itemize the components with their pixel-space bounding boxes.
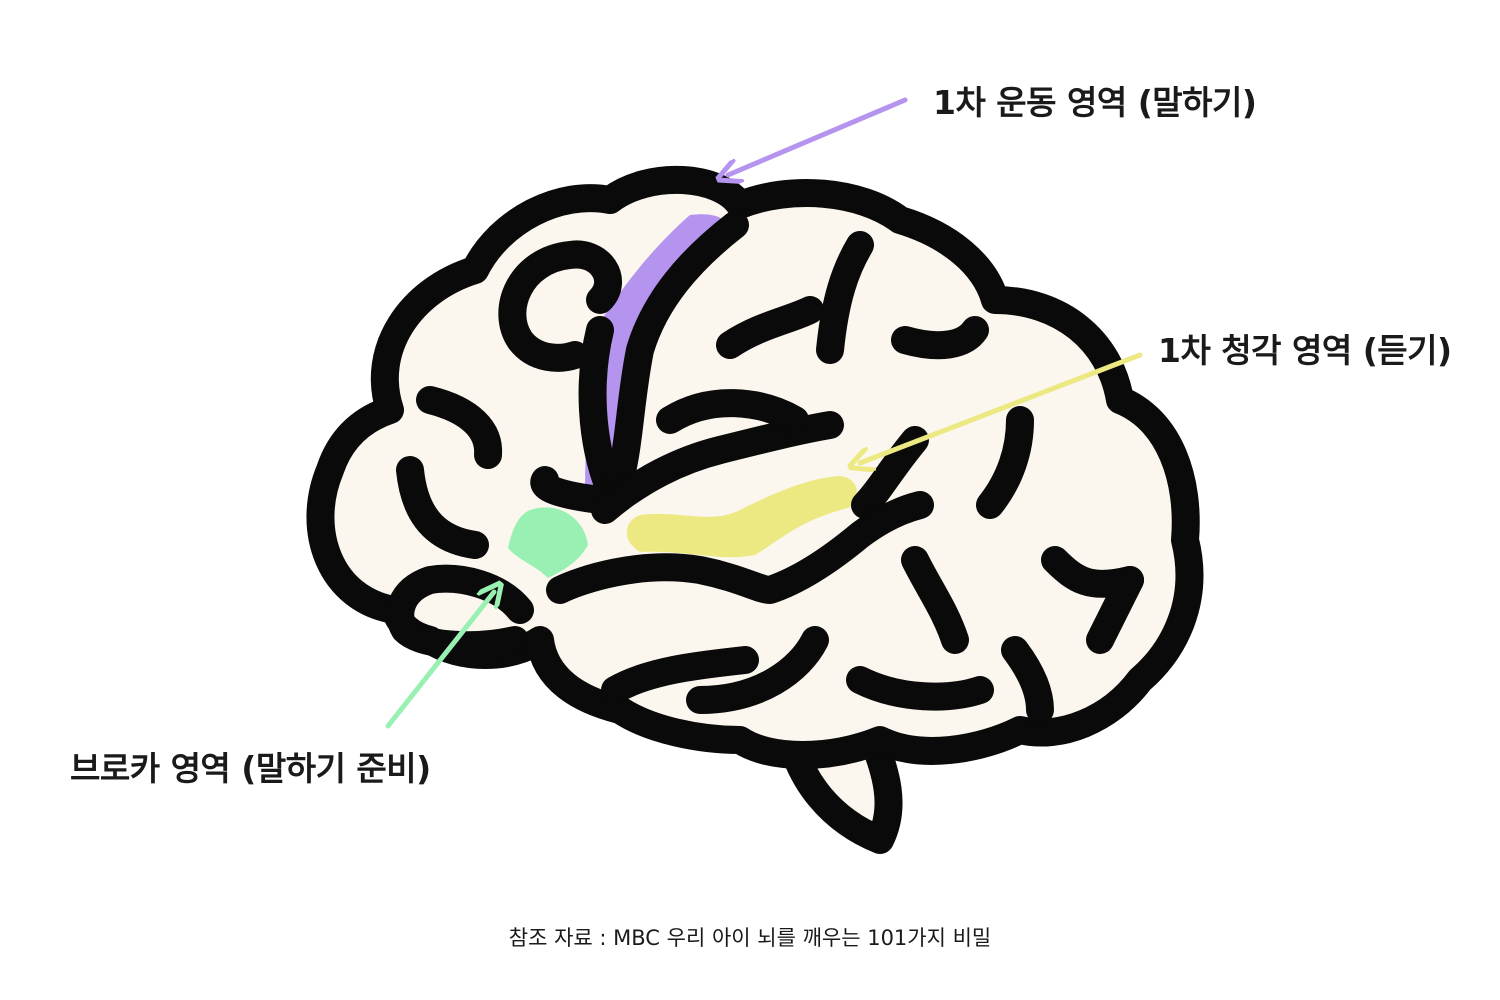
broca-arrow	[385, 592, 494, 729]
brain-folds	[386, 211, 1144, 724]
motor-cortex-label: 1차 운동 영역 (말하기)	[933, 83, 1257, 122]
broca-area-label: 브로카 영역 (말하기 준비)	[70, 749, 431, 788]
auditory-cortex-label: 1차 청각 영역 (듣기)	[1158, 331, 1452, 370]
auditory-arrow	[860, 352, 1143, 463]
source-caption: 참조 자료 : MBC 우리 아이 뇌를 깨우는 101가지 비밀	[508, 926, 992, 950]
broca-area-region	[508, 507, 588, 578]
auditory-cortex-region	[626, 476, 858, 558]
motor-arrow	[728, 97, 908, 175]
